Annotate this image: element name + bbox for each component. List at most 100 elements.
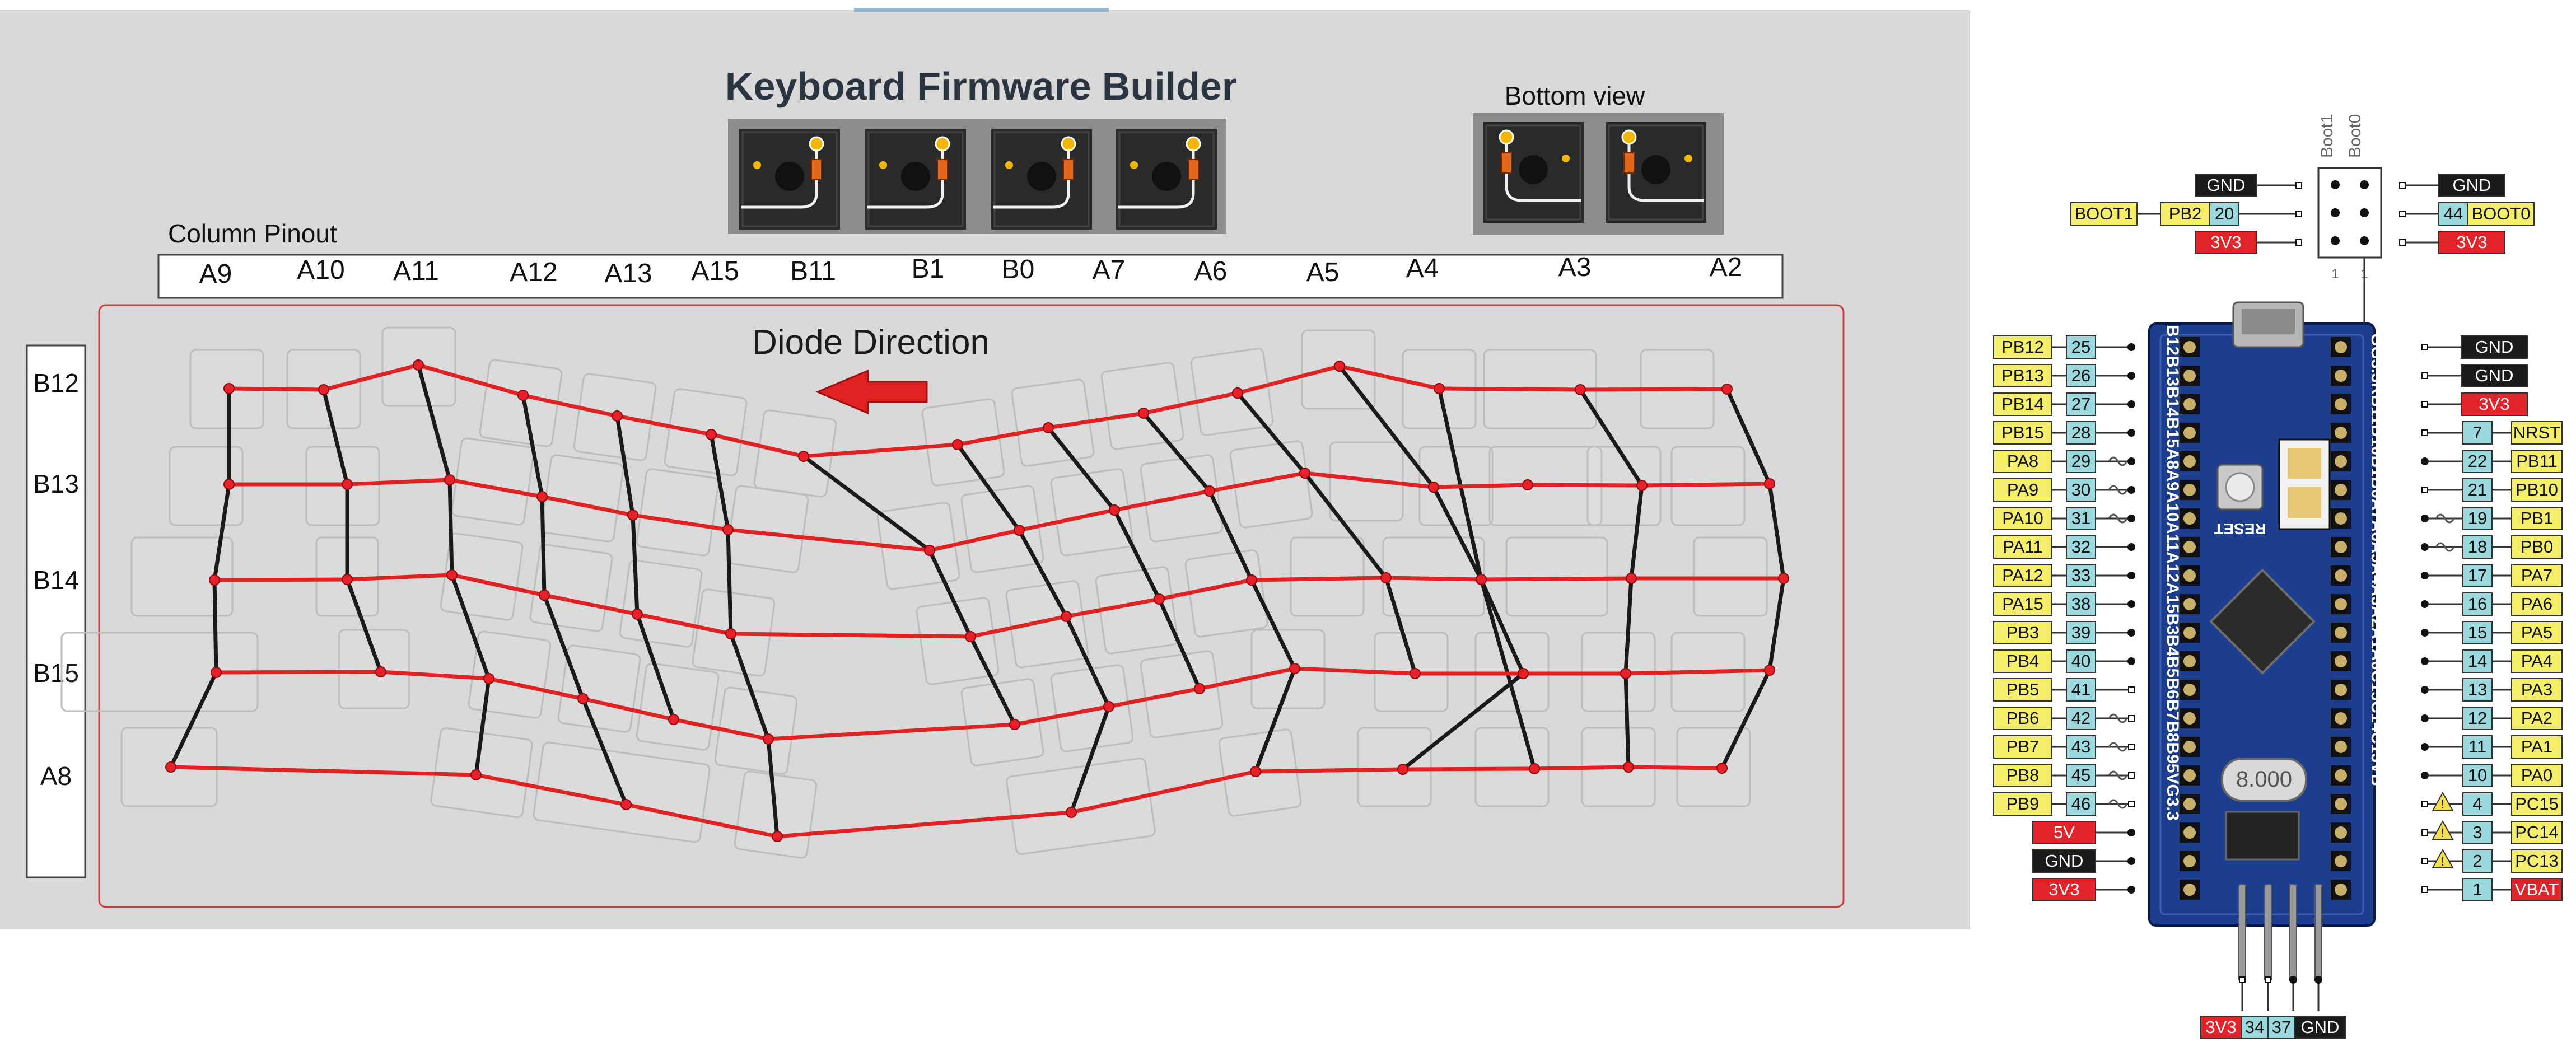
column-trace (321, 389, 383, 673)
matrix-node (1626, 573, 1637, 584)
pin-marker (2127, 515, 2135, 522)
svg-text:28: 28 (2071, 423, 2090, 442)
keycap (725, 485, 809, 573)
boot1-port: PB2 (2160, 202, 2210, 226)
header-pin (2238, 884, 2246, 980)
svg-text:GND: GND (2207, 175, 2246, 195)
pin-marker (2127, 629, 2135, 637)
matrix-node (1250, 766, 1261, 777)
right-pin-port: PA0 (2511, 764, 2563, 787)
keycap (619, 559, 703, 648)
right-pin-number: 1 (2462, 878, 2493, 901)
header-pin (2314, 884, 2322, 980)
column-label: B1 (912, 254, 945, 284)
matrix-node (965, 631, 976, 642)
matrix-node (446, 569, 458, 581)
header-dot (2331, 236, 2340, 245)
matrix-node (577, 693, 589, 704)
pin-marker (2127, 343, 2135, 351)
row-label: B13 (33, 469, 79, 498)
pin-marker (2421, 714, 2429, 722)
matrix-node (1109, 504, 1120, 516)
column-pinout-box (157, 254, 1784, 299)
blue-pill-pinout: B12B13B14B15A8A9A10A11A12A15B3B4B5B6B7B8… (1993, 114, 2563, 1039)
matrix-node (1428, 482, 1439, 493)
matrix-node (798, 451, 809, 462)
pin-marker (2127, 572, 2135, 579)
row-label: B14 (33, 565, 79, 595)
pin-marker (2421, 858, 2428, 864)
pin-marker (2421, 772, 2429, 779)
svg-text:26: 26 (2071, 366, 2090, 385)
svg-text:27: 27 (2071, 394, 2090, 414)
left-pin-port: PB13 (1993, 364, 2052, 387)
header-dot (2360, 180, 2369, 189)
svg-text:34: 34 (2245, 1017, 2264, 1037)
warning-icon: ! (2432, 848, 2454, 868)
svg-text:7: 7 (2472, 423, 2482, 442)
right-pin-port: PA1 (2511, 735, 2563, 759)
pin-marker (2127, 400, 2135, 408)
right-pin-port: PA2 (2511, 707, 2563, 730)
left-pin-port: PA12 (1993, 564, 2052, 587)
left-pin-port: PB7 (1993, 735, 2052, 759)
diode-direction-label: Diode Direction (752, 323, 990, 362)
right-pin-number: 16 (2462, 592, 2493, 616)
matrix-node (1397, 764, 1408, 775)
matrix-node (1575, 384, 1586, 395)
left-pin-port: PB15 (1993, 421, 2052, 445)
matrix-node (668, 714, 679, 725)
svg-text:3V3: 3V3 (2205, 1017, 2236, 1037)
header-pin (2264, 884, 2272, 980)
matrix-node (342, 574, 353, 585)
right-pin-port: PA7 (2511, 564, 2563, 587)
svg-text:PA2: PA2 (2521, 708, 2552, 728)
svg-text:GND: GND (2475, 366, 2514, 385)
matrix-node (223, 479, 235, 490)
matrix-node (1778, 573, 1789, 584)
pin-marker (2421, 743, 2429, 751)
svg-text:18: 18 (2468, 537, 2487, 557)
column-pinout-label: Column Pinout (168, 219, 337, 248)
right-pin-port: NRST (2511, 421, 2563, 445)
matrix-node (536, 491, 548, 502)
svg-text:15: 15 (2468, 623, 2487, 642)
left-pin-number: 45 (2066, 764, 2096, 787)
svg-text:PB5: PB5 (2006, 680, 2040, 699)
right-power-pin: 3V3 (2461, 392, 2528, 416)
boot0-num: 44 (2438, 202, 2468, 226)
left-pin-port: PB9 (1993, 792, 2052, 816)
boot-header (2317, 167, 2382, 259)
svg-text:PB0: PB0 (2521, 537, 2554, 557)
svg-text:PA5: PA5 (2521, 623, 2552, 642)
svg-text:!: ! (2441, 797, 2444, 811)
switch-image (865, 129, 966, 230)
svg-text:GND: GND (2453, 175, 2491, 195)
keycap (1140, 650, 1224, 738)
pin-marker (2421, 829, 2428, 836)
svg-text:41: 41 (2071, 680, 2090, 699)
left-pin-port: PB6 (1993, 707, 2052, 730)
svg-text:3V3: 3V3 (2048, 880, 2079, 899)
left-pin-port: PB12 (1993, 335, 2052, 359)
matrix-node (1246, 574, 1257, 586)
right-pin-number: 10 (2462, 764, 2493, 787)
right-pin-number: 22 (2462, 450, 2493, 473)
column-label: A11 (393, 256, 439, 286)
diode-direction-arrow (815, 369, 928, 415)
matrix-node (1529, 763, 1540, 774)
svg-text:BOOT1: BOOT1 (2074, 204, 2133, 223)
svg-text:PB11: PB11 (2516, 451, 2558, 471)
svg-text:PA11: PA11 (2003, 537, 2042, 557)
pin-marker (2314, 976, 2322, 984)
svg-text:PA4: PA4 (2521, 651, 2552, 671)
pin-marker (2421, 515, 2429, 522)
crystal-label: 8.000 (2236, 767, 2292, 792)
svg-text:PA10: PA10 (2002, 508, 2043, 528)
left-pin-number: 39 (2066, 621, 2096, 644)
pin-marker (2421, 686, 2429, 694)
pin-marker (2127, 829, 2135, 836)
pin-marker (2399, 182, 2406, 189)
svg-text:12: 12 (2468, 708, 2487, 728)
